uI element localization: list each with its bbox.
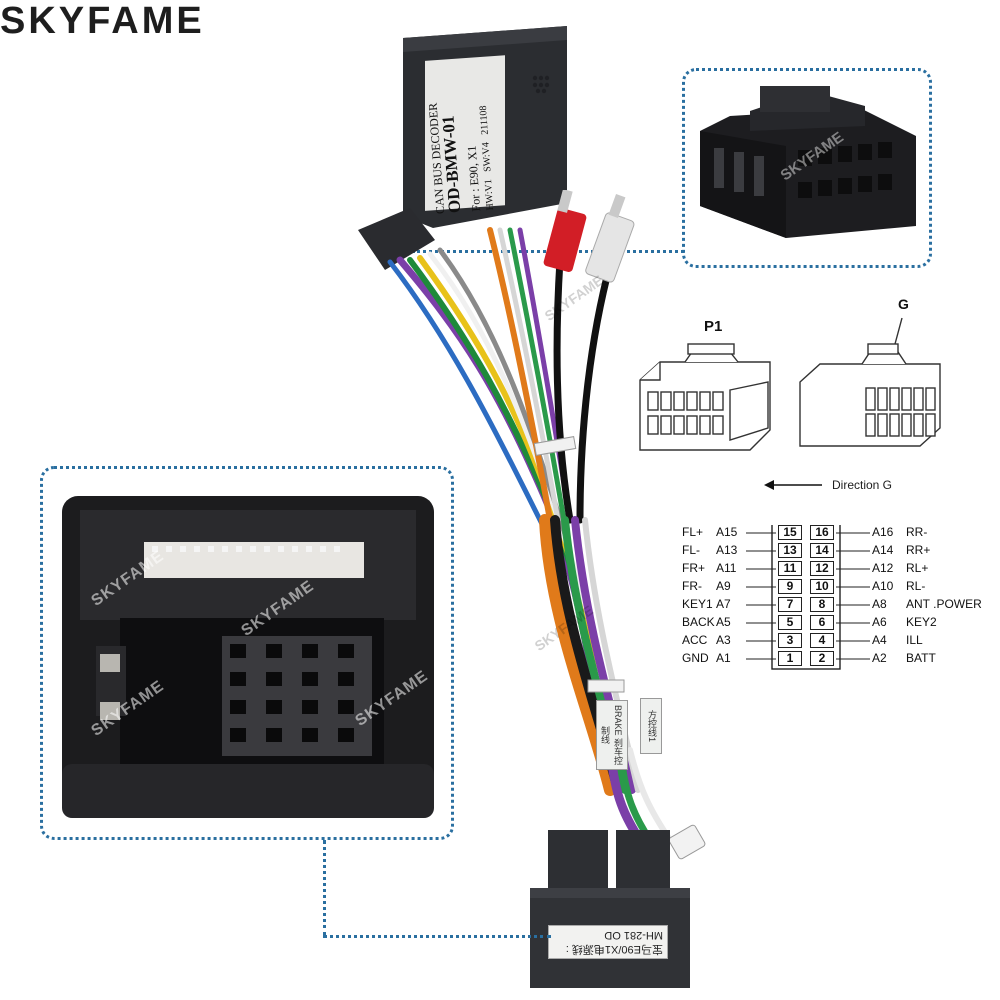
pin-number: 14 [810, 543, 834, 558]
pin-right-name: RR- [906, 525, 928, 539]
canbus-decoder-box [403, 26, 567, 228]
steering-sticker: 方控线1 [640, 698, 662, 754]
pin-left-code: A5 [716, 615, 731, 629]
pin-left-name: BACK [682, 615, 715, 629]
pin-number: 8 [810, 597, 834, 612]
plug-label: 宝马E90/X1电源线 : MH-281 OD [548, 925, 668, 959]
pin-left-code: A7 [716, 597, 731, 611]
pin-left-name: GND [682, 651, 709, 665]
decoder-line-6: 211108 [477, 105, 491, 136]
pin-number: 3 [778, 633, 802, 648]
direction-label: Direction G [832, 478, 893, 492]
pin-right-name: RR+ [906, 543, 931, 557]
callout-line-left [323, 840, 326, 936]
pin-left-code: A3 [716, 633, 731, 647]
pin-left-name: FR- [682, 579, 702, 593]
pin-number: 10 [810, 579, 834, 594]
pin-right-code: A12 [872, 561, 894, 575]
pin-number: 7 [778, 597, 802, 612]
direction-arrow-icon [764, 480, 822, 490]
pin-left-code: A9 [716, 579, 731, 593]
pin-left-name: KEY1 [682, 597, 713, 611]
pin-left-code: A1 [716, 651, 731, 665]
pin-number: 6 [810, 615, 834, 630]
pin-right-code: A10 [872, 579, 894, 593]
pin-number: 9 [778, 579, 802, 594]
pin-number: 11 [778, 561, 802, 576]
pin-right-code: A14 [872, 543, 894, 557]
pin-left-code: A15 [716, 525, 738, 539]
pinout-frame [771, 525, 841, 670]
pin-left-name: FL+ [682, 525, 704, 539]
g-label: G [898, 296, 909, 312]
pinout-lines [746, 525, 870, 670]
pin-number: 2 [810, 651, 834, 666]
p1-label: P1 [704, 318, 723, 335]
pin-number: 16 [810, 525, 834, 540]
pin-left-code: A13 [716, 543, 738, 557]
callout-line-bottom [323, 935, 551, 938]
brake-sticker-text: BRAKE 刹车控制线 [600, 704, 623, 765]
brake-sticker: BRAKE 刹车控制线 [596, 700, 628, 770]
pin-right-code: A6 [872, 615, 887, 629]
pin-right-name: RL- [906, 579, 926, 593]
pin-right-code: A16 [872, 525, 894, 539]
callout-box-top-connector [682, 68, 932, 268]
pin-left-name: FL- [682, 543, 700, 557]
pin-right-name: ANT .POWER [906, 597, 982, 611]
pin-right-name: RL+ [906, 561, 929, 575]
pin-number: 1 [778, 651, 802, 666]
plug-label-text: 宝马E90/X1电源线 : MH-281 OD [565, 929, 663, 955]
pin-right-name: ILL [906, 633, 923, 647]
pin-right-code: A4 [872, 633, 887, 647]
pin-left-name: FR+ [682, 561, 706, 575]
bottom-plug [530, 830, 690, 988]
pin-right-code: A2 [872, 651, 887, 665]
pin-number: 15 [778, 525, 802, 540]
pin-right-name: BATT [906, 651, 936, 665]
brand-logo: SKYFAME [0, 0, 205, 42]
female-connector-photo: SKYFAME [700, 86, 916, 238]
connector-drawings [639, 317, 941, 451]
male-connector-photo [62, 496, 434, 818]
pin-number: 12 [810, 561, 834, 576]
steering-sticker-text: 方控线1 [647, 709, 657, 742]
pin-left-code: A11 [716, 561, 737, 575]
pin-number: 5 [778, 615, 802, 630]
pin-right-code: A8 [872, 597, 887, 611]
decoder-line-5: SW:V4 [480, 141, 494, 173]
pin-number: 4 [810, 633, 834, 648]
callout-box-left-connector [40, 466, 454, 840]
pin-right-name: KEY2 [906, 615, 937, 629]
pin-left-name: ACC [682, 633, 708, 647]
pin-number: 13 [778, 543, 802, 558]
